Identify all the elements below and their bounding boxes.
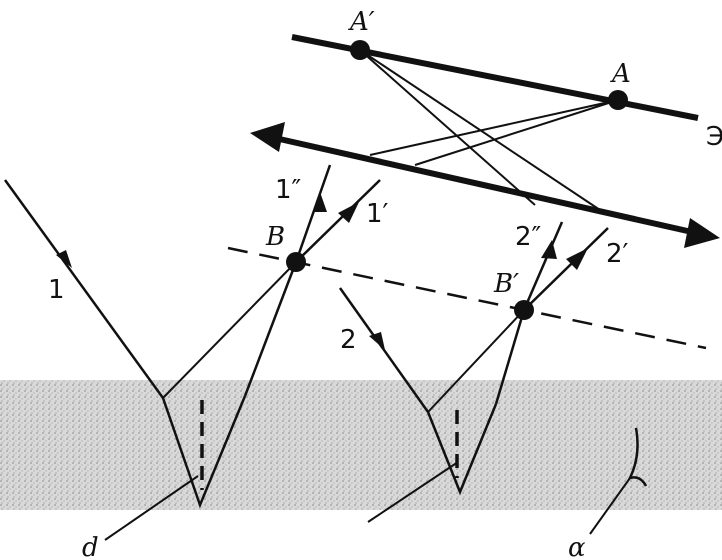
ray-1-top-reflect bbox=[162, 261, 297, 399]
ray-2-dprime-arrow bbox=[541, 240, 557, 259]
leader-d bbox=[104, 475, 199, 541]
point-b bbox=[286, 252, 306, 272]
ray-1-arrow bbox=[56, 250, 72, 268]
ray-a-1 bbox=[369, 99, 619, 156]
ray-2-incident bbox=[338, 287, 430, 413]
ray-1-prime bbox=[295, 179, 381, 263]
label-screen: Э bbox=[706, 122, 722, 152]
label-alpha: α bbox=[568, 533, 586, 560]
ray-2-prime bbox=[523, 227, 609, 311]
ray-1-dprime bbox=[294, 164, 332, 263]
arrow-head-left bbox=[250, 122, 285, 152]
label-b: B bbox=[265, 222, 285, 252]
label-a: A bbox=[610, 59, 631, 89]
label-a-prime: A′ bbox=[348, 7, 375, 37]
left-wedge bbox=[161, 395, 247, 509]
label-ray-2-prime: 2′ bbox=[606, 239, 629, 269]
dashed-line-b bbox=[227, 246, 707, 350]
ray-2-dprime bbox=[522, 221, 564, 311]
point-a-prime bbox=[350, 40, 370, 60]
ray-a-prime-1 bbox=[359, 49, 536, 206]
right-wedge bbox=[426, 403, 498, 496]
label-ray-2: 2 bbox=[340, 325, 357, 355]
ray-2-arrow bbox=[369, 332, 385, 350]
leader-right-crack bbox=[367, 461, 459, 523]
point-a bbox=[608, 90, 628, 110]
double-arrow-shaft bbox=[274, 135, 693, 235]
label-ray-1: 1 bbox=[48, 275, 65, 305]
label-b-prime: B′ bbox=[493, 269, 519, 299]
label-ray-2-dprime: 2″ bbox=[515, 222, 542, 252]
ray-2-bottom-reflect bbox=[494, 309, 526, 405]
ray-1-dprime-arrow bbox=[313, 192, 327, 212]
arrow-head-right bbox=[684, 218, 720, 248]
ray-2-top-reflect bbox=[427, 309, 525, 413]
ray-1-bottom-reflect bbox=[243, 261, 298, 397]
alpha-angle-mark bbox=[627, 427, 648, 487]
thin-film-layer bbox=[0, 380, 722, 510]
label-d: d bbox=[82, 533, 99, 560]
label-ray-1-dprime: 1″ bbox=[275, 175, 302, 205]
ray-a-2 bbox=[414, 99, 619, 166]
ray-1-prime-arrow bbox=[338, 202, 359, 223]
leader-alpha bbox=[589, 477, 631, 535]
label-ray-1-prime: 1′ bbox=[366, 199, 389, 229]
point-b-prime bbox=[514, 300, 534, 320]
ray-2-prime-arrow bbox=[566, 248, 588, 270]
ray-1-incident bbox=[3, 179, 165, 399]
